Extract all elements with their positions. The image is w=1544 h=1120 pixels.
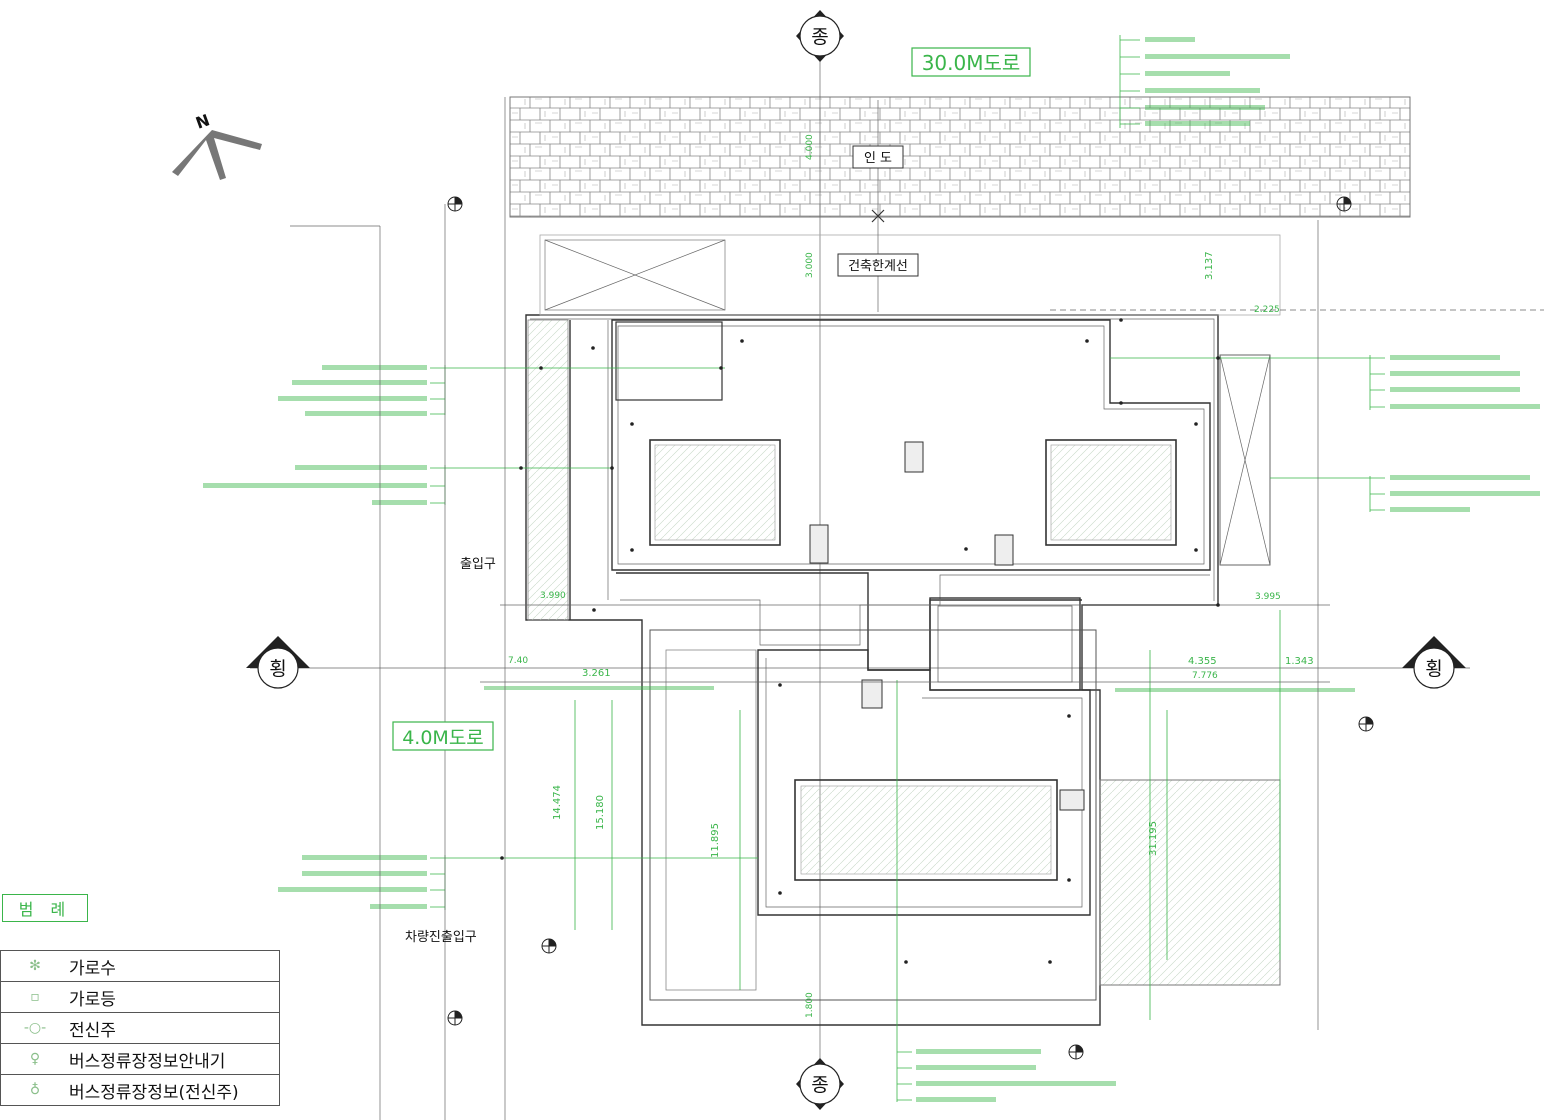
legend-row: ♁ 버스정류장정보(전신주) <box>1 1075 279 1105</box>
bus-info-pole-icon: ♁ <box>29 1082 41 1098</box>
svg-text:횡: 횡 <box>1425 658 1442 680</box>
vehicle-entrance-label: 차량진출입구 <box>405 930 477 945</box>
dim-road-width: 31.195 <box>1148 821 1159 856</box>
svg-text:종: 종 <box>811 26 828 48</box>
street-light-icon: ▫ <box>30 989 40 1005</box>
svg-text:종: 종 <box>811 1074 828 1096</box>
svg-text:횡: 횡 <box>269 658 286 680</box>
grid-lines <box>290 97 1544 1120</box>
legend-row: -○- 전신주 <box>1 1013 279 1044</box>
sidewalk-label: 인 도 <box>864 151 892 166</box>
legend-row: ▫ 가로등 <box>1 982 279 1013</box>
legend-label: 버스정류장정보안내기 <box>69 1051 226 1072</box>
legend-label: 가로등 <box>69 989 116 1010</box>
sidewalk-paving <box>509 96 1411 218</box>
street-tree-icon: ✻ <box>29 958 41 974</box>
building-line-label: 건축한계선 <box>848 259 908 274</box>
right-crossed-box <box>1219 354 1271 566</box>
dim-v-left1: 14.474 <box>552 785 563 820</box>
benchmark-symbols <box>447 196 1374 1060</box>
bus-info-sign-icon: ♀ <box>29 1051 41 1067</box>
legend-title: 범 례 <box>2 894 88 922</box>
annotation-leaders <box>203 35 1540 1102</box>
svg-text:N: N <box>193 110 212 132</box>
dim-right-setback: 3.137 <box>1204 251 1215 280</box>
north-road-label: 30.0M도로 <box>922 51 1021 75</box>
dim-h-mid1: 4.355 <box>1188 656 1217 667</box>
lower-building <box>757 649 1091 916</box>
dim-h-right: 1.343 <box>1285 656 1314 667</box>
dim-left-gap: 3.990 <box>540 591 566 601</box>
legend-table: ✻ 가로수 ▫ 가로등 -○- 전신주 ♀ 버스정류장정보안내기 ♁ 버스정류장… <box>0 950 280 1106</box>
dim-h-left: 3.261 <box>582 668 611 679</box>
upper-building <box>611 319 1211 571</box>
utility-pole-icon: -○- <box>23 1020 47 1036</box>
dim-top-sidewalk: 4.000 <box>805 134 815 160</box>
dim-right-gap: 3.995 <box>1255 592 1281 602</box>
section-marker-bottom: 종 <box>796 1058 844 1110</box>
point-markers <box>500 318 1220 964</box>
north-arrow-icon: N <box>172 110 262 180</box>
legend-label: 가로수 <box>69 958 116 979</box>
dim-right-tick: 2.225 <box>1254 305 1280 315</box>
west-road-label-box <box>392 721 494 751</box>
dim-h-mid2: 7.776 <box>1192 671 1218 681</box>
site-boundary <box>525 314 1219 1026</box>
setback-box <box>539 234 1281 316</box>
section-marker-top: 종 <box>796 10 844 62</box>
north-road-label-box <box>911 47 1031 77</box>
entrance-label: 출입구 <box>460 557 496 572</box>
west-road-label: 4.0M도로 <box>402 727 484 749</box>
parking-area <box>1099 779 1281 986</box>
section-marker-left: 횡 <box>246 636 310 689</box>
legend-row: ✻ 가로수 <box>1 951 279 982</box>
dim-v-mid: 11.895 <box>710 823 721 858</box>
dim-top-setback: 3.000 <box>805 252 815 278</box>
section-marker-right: 횡 <box>1402 636 1466 689</box>
legend-label: 전신주 <box>69 1020 116 1041</box>
dim-v-left2: 15.180 <box>595 795 606 830</box>
dim-h-left2: 7.40 <box>508 656 528 666</box>
legend-label: 버스정류장정보(전신주) <box>69 1082 239 1103</box>
dim-v-bottom: 1.800 <box>805 992 815 1018</box>
legend-row: ♀ 버스정류장정보안내기 <box>1 1044 279 1075</box>
